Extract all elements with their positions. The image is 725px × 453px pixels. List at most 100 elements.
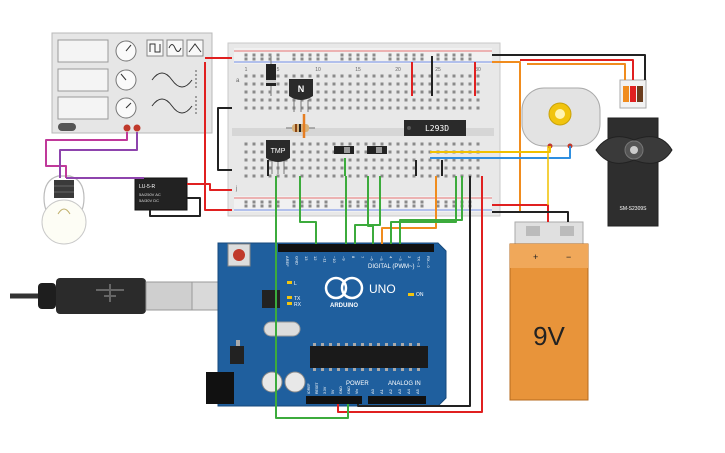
analog-header[interactable]: [368, 396, 426, 404]
l-label: L: [294, 281, 297, 287]
square-wave-icon: [149, 43, 161, 53]
wires: [45, 54, 646, 419]
l293d-driver-chip[interactable]: L293D: [404, 120, 466, 136]
resistor[interactable]: [286, 114, 315, 138]
digital-pin-label: 12: [313, 256, 318, 261]
power-pin-labels: IOREF RESET 3.3V 5V GND GND Vin: [307, 381, 359, 394]
usb-icon: [96, 284, 124, 302]
battery-label: 9V: [533, 321, 565, 351]
temperature-sensor[interactable]: TMP: [266, 140, 290, 174]
terminal-negative[interactable]: [133, 124, 141, 132]
power-label: POWER: [346, 381, 369, 387]
power-pin-label: RESET: [315, 381, 319, 394]
triangle-wave-button[interactable]: [186, 39, 204, 57]
capacitor-2: [284, 371, 306, 393]
row-letter-j: j: [235, 186, 237, 192]
atmega-chip: [310, 346, 428, 368]
digital-pin-label: 8: [351, 256, 356, 259]
digital-pin-label: ~6: [370, 256, 375, 261]
dc-motor[interactable]: [521, 87, 601, 149]
power-pin-label: GND: [339, 386, 343, 394]
function-generator[interactable]: [51, 32, 213, 134]
power-pin-label: IOREF: [307, 383, 311, 394]
battery-plus: +: [533, 252, 538, 262]
analog-pin-label: A0: [370, 388, 375, 394]
digital-pin-label: 7: [360, 256, 365, 259]
digital-pin-label: ~10: [332, 256, 337, 264]
terminal-positive[interactable]: [123, 124, 131, 132]
transistor-label: N: [298, 84, 305, 94]
breadboard-column-number: 15: [355, 67, 361, 73]
analog-pin-label: A1: [379, 388, 384, 394]
arduino-model: UNO: [369, 282, 396, 296]
power-pin-label: GND: [347, 386, 351, 394]
waveform-display-1: [151, 72, 193, 88]
waveform-display-2: [151, 98, 193, 114]
power-pin-label: 5V: [331, 389, 335, 394]
digital-pin-label: GND: [294, 256, 299, 265]
breadboard-column-number: 30: [475, 67, 481, 73]
sensor-label: TMP: [271, 148, 286, 155]
on-led: [408, 293, 414, 296]
on-label: ON: [416, 292, 424, 298]
slide-switch-1[interactable]: [334, 146, 354, 154]
breadboard-column-number: 1: [245, 67, 248, 73]
npn-transistor[interactable]: N: [289, 79, 313, 112]
digital-pin-label: ~9: [341, 256, 346, 261]
battery-minus: −: [566, 252, 571, 262]
tx-label: TX: [294, 296, 301, 302]
power-switch[interactable]: [58, 123, 76, 131]
breadboard-column-number: 5: [277, 67, 280, 73]
analog-pin-label: A4: [406, 388, 411, 394]
9v-battery[interactable]: + − 9V: [509, 221, 589, 401]
capacitor-1: [261, 371, 283, 393]
relay-label-2: 5A/250V AC: [139, 192, 161, 197]
power-pin-label: Vin: [355, 389, 359, 394]
digital-pin-label: 4: [388, 256, 393, 259]
digital-pin-label: ~11: [323, 256, 328, 263]
sine-wave-icon: [168, 44, 182, 52]
power-header[interactable]: [306, 396, 362, 404]
digital-header[interactable]: [278, 244, 434, 252]
row-letter-a: a: [236, 78, 240, 84]
analog-pin-labels: A0 A1 A2 A3 A4 A5: [370, 388, 420, 394]
analog-pin-label: A5: [415, 388, 420, 394]
analog-pin-label: A3: [397, 388, 402, 394]
chip-pins: [313, 343, 420, 371]
digital-pin-label: 13: [304, 256, 309, 261]
diode[interactable]: [266, 56, 276, 96]
power-jack[interactable]: [206, 372, 234, 404]
digital-label: DIGITAL (PWM~): [368, 264, 415, 270]
digital-pin-label: 2: [407, 256, 412, 259]
relay-label-3: 5A/30V DC: [139, 198, 159, 203]
usb-chip: [262, 290, 280, 308]
breadboard-column-number: 25: [435, 67, 441, 73]
digital-pin-label: ~3: [398, 256, 403, 261]
usb-cable[interactable]: [10, 278, 241, 314]
crystal: [263, 321, 301, 337]
servo-label: SM-S2309S: [620, 206, 648, 212]
digital-pin-label: ~5: [379, 256, 384, 261]
light-bulb[interactable]: [41, 175, 87, 245]
digital-pin-label: RX←0: [426, 256, 431, 269]
digital-pin-label: AREF: [285, 256, 290, 267]
arduino-logo-right: [340, 276, 364, 300]
triangle-wave-icon: [188, 43, 202, 53]
rx-label: RX: [294, 302, 302, 308]
arduino-brand: ARDUINO: [330, 303, 358, 309]
breadboard-column-number: 10: [315, 67, 321, 73]
arduino-logo-left: [324, 276, 348, 300]
slide-switch-2[interactable]: [367, 146, 387, 154]
power-pin-label: 3.3V: [323, 386, 327, 394]
analog-pin-label: A2: [388, 388, 393, 394]
servo-motor[interactable]: SM-S2309S: [595, 79, 673, 227]
driver-label: L293D: [425, 124, 449, 133]
reset-button-cap[interactable]: [233, 249, 245, 261]
relay-label-1: LU-5-R: [139, 184, 156, 190]
relay[interactable]: LU-5-R 5A/250V AC 5A/30V DC: [134, 177, 188, 211]
breadboard-column-number: 20: [395, 67, 401, 73]
analog-label: ANALOG IN: [388, 381, 421, 387]
